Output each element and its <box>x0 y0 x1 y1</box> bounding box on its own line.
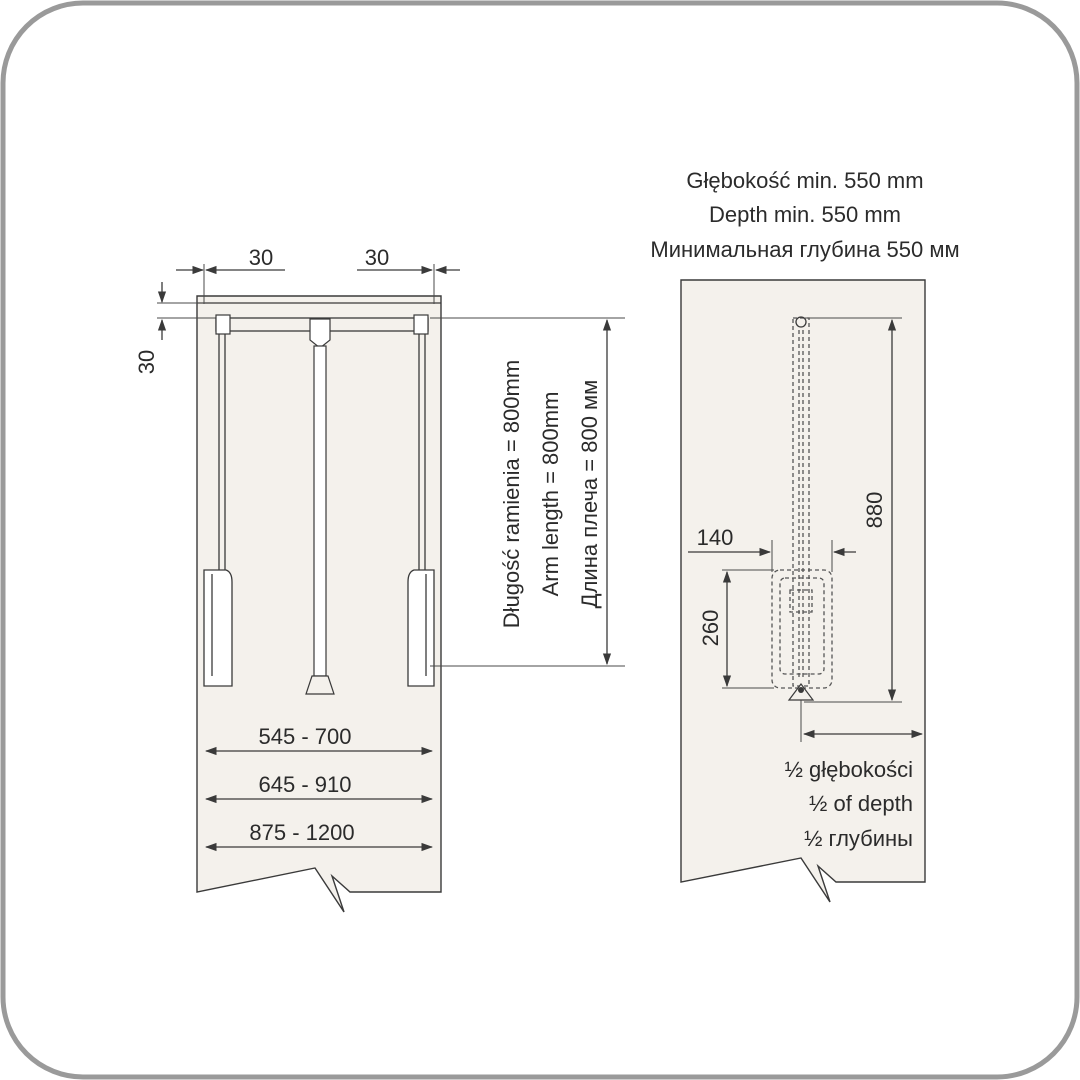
half-depth-ru: ½ глубины <box>804 826 913 851</box>
side-view: Głębokość min. 550 mm Depth min. 550 mm … <box>650 168 960 903</box>
side-bracket-inner <box>779 577 825 675</box>
depth-title-en: Depth min. 550 mm <box>709 202 901 227</box>
bar-end-left <box>215 314 231 335</box>
bracket-height-label: 260 <box>698 610 723 647</box>
depth-title-pl: Głębokość min. 550 mm <box>686 168 923 193</box>
width-range-3: 875 - 1200 <box>249 820 354 845</box>
width-range-2: 645 - 910 <box>259 772 352 797</box>
left-side-bracket <box>203 569 233 687</box>
vertical-gap-label: 30 <box>134 350 159 374</box>
arm-length-en: Arm length = 800mm <box>538 392 563 597</box>
rod-top-pivot <box>795 316 807 328</box>
width-range-1: 545 - 700 <box>259 724 352 749</box>
rod-bottom-pivot <box>798 687 804 693</box>
arm-length-pl: Długość ramienia = 800mm <box>499 360 524 628</box>
pull-handle <box>305 675 335 695</box>
bar-end-right <box>413 314 429 335</box>
side-bracket-clamp <box>789 589 813 613</box>
right-side-bracket <box>407 569 435 687</box>
depth-title-ru: Минимальная глубина 550 мм <box>650 237 959 262</box>
half-depth-en: ½ of depth <box>809 791 913 816</box>
height-label: 880 <box>862 492 887 529</box>
half-depth-pl: ½ głębokości <box>785 757 913 782</box>
top-right-gap-label: 30 <box>365 245 389 270</box>
pull-rod <box>313 345 327 677</box>
center-hub <box>309 318 331 349</box>
top-left-gap-label: 30 <box>249 245 273 270</box>
front-view: 30 30 30 Długość ramienia = 800mm Arm le… <box>134 245 625 913</box>
bracket-width-label: 140 <box>697 525 734 550</box>
arm-length-ru: Длина плеча = 800 мм <box>577 380 602 609</box>
